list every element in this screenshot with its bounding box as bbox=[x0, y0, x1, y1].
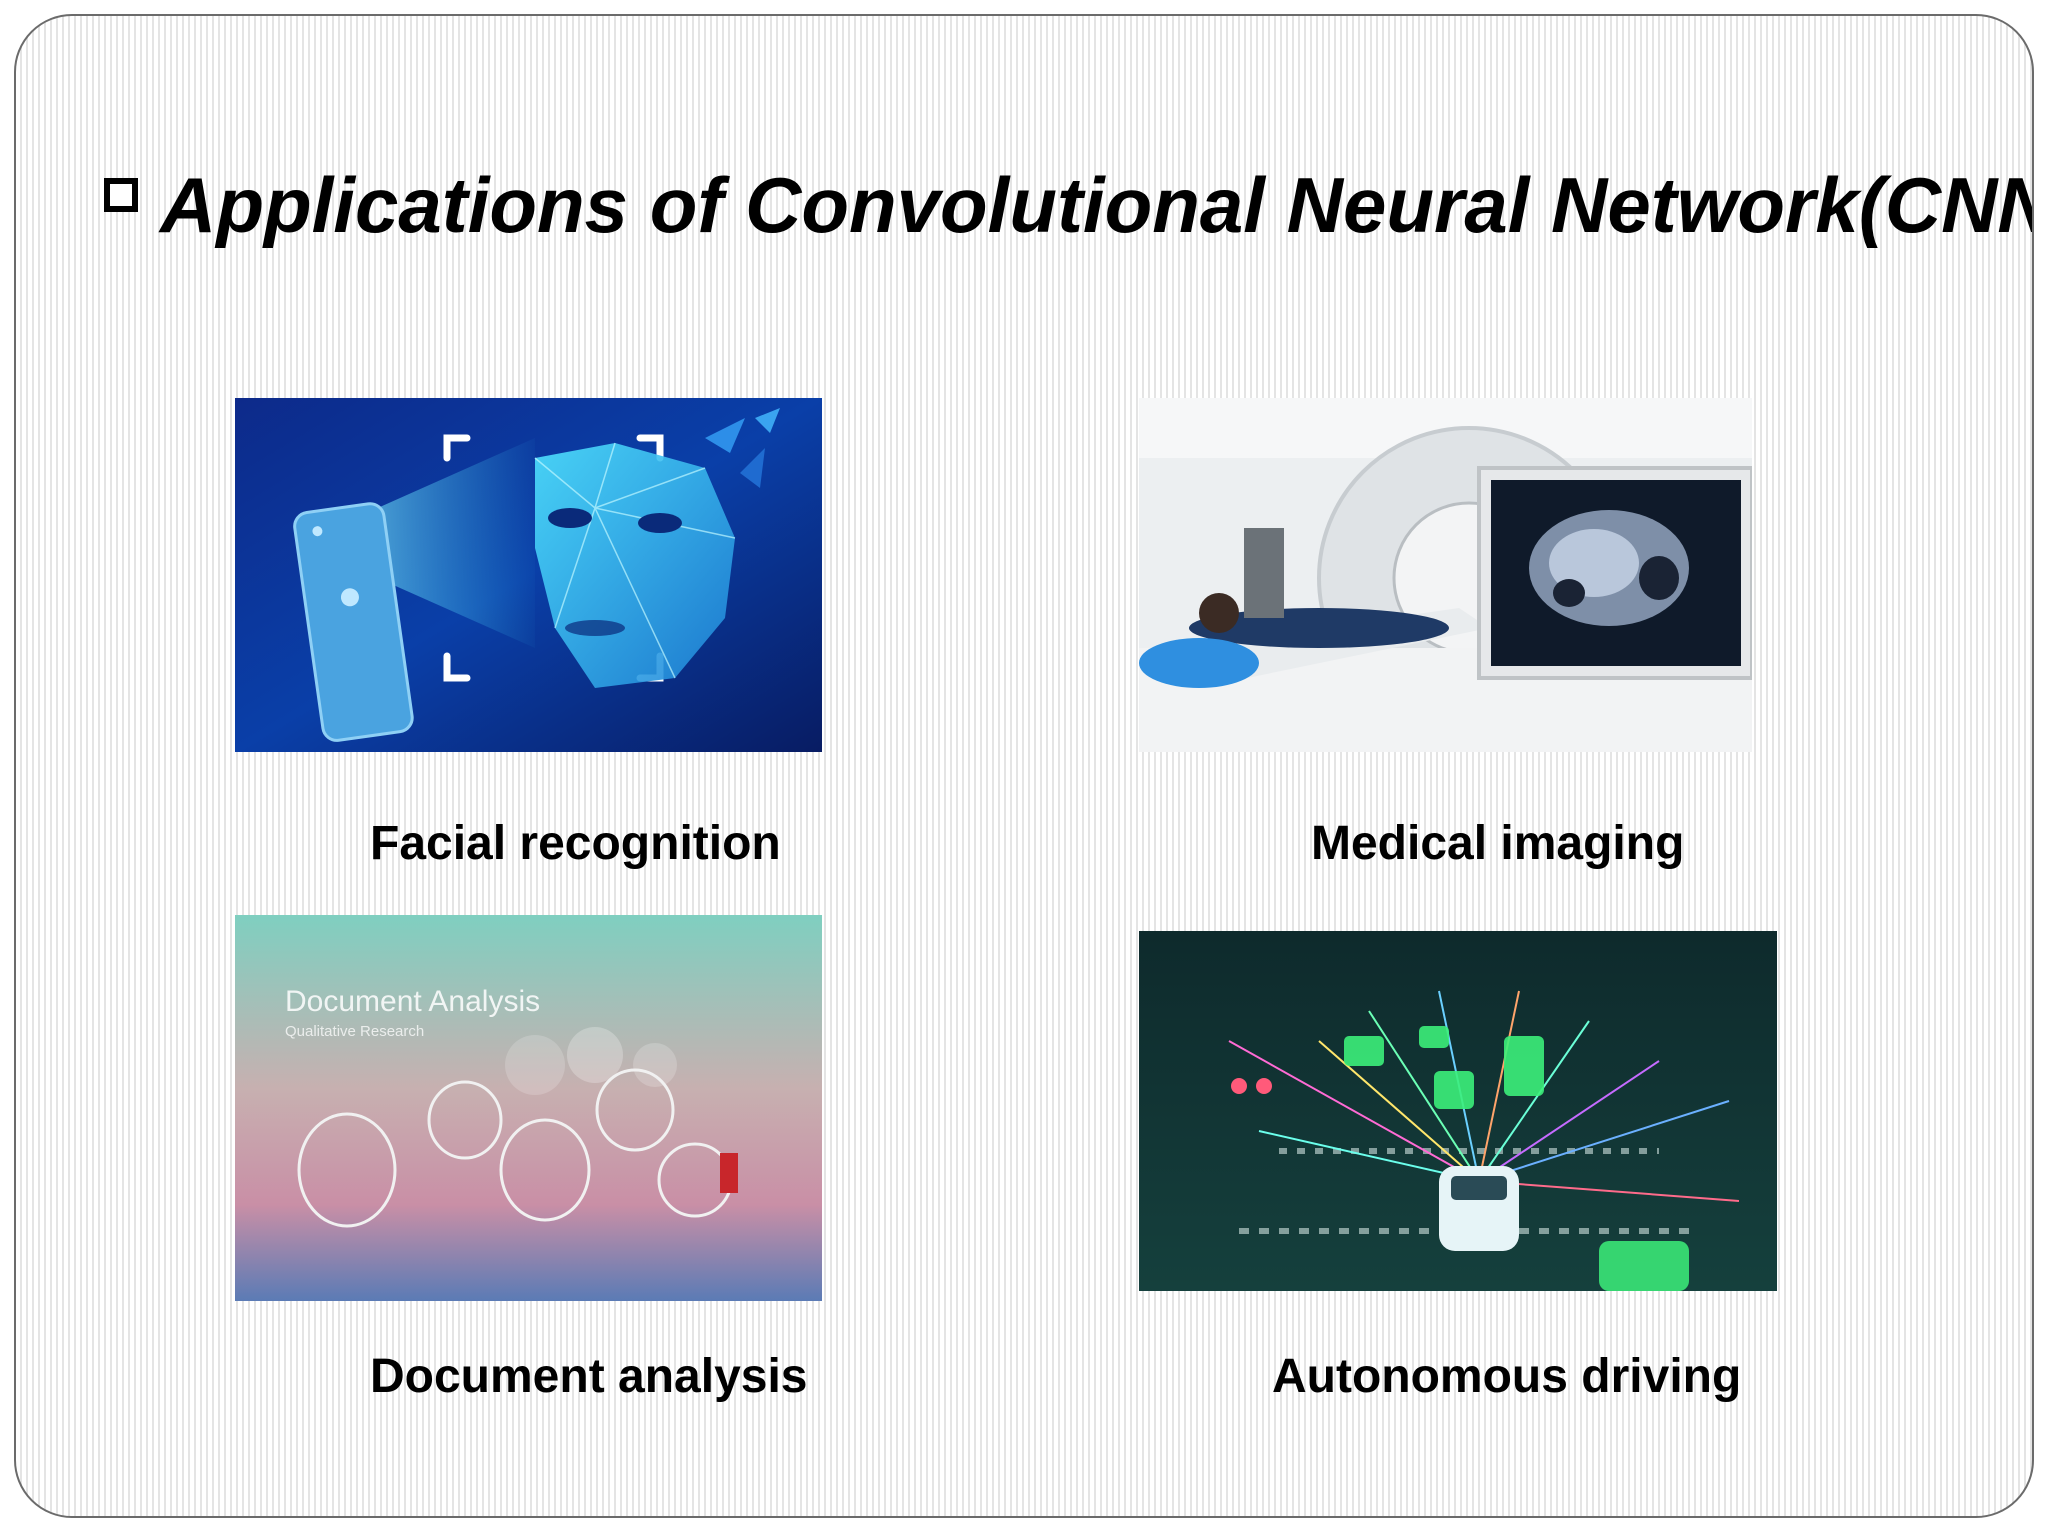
caption-medical-imaging: Medical imaging bbox=[1311, 817, 1685, 870]
slide: Applications of Convolutional Neural Net… bbox=[14, 14, 2034, 1518]
caption-autonomous-driving: Autonomous driving bbox=[1272, 1350, 1742, 1403]
slide-title-text: Applications of Convolutional Neural Net… bbox=[160, 161, 2034, 249]
caption-facial-recognition: Facial recognition bbox=[370, 817, 781, 870]
medical-imaging-image bbox=[1139, 398, 1752, 752]
document-analysis-image-subheading: Qualitative Research bbox=[285, 1023, 425, 1040]
document-analysis-image-heading: Document Analysis bbox=[285, 985, 541, 1018]
facial-recognition-image bbox=[235, 398, 822, 752]
caption-document-analysis: Document analysis bbox=[370, 1350, 808, 1403]
slide-title: Applications of Convolutional Neural Net… bbox=[104, 166, 2032, 244]
hollow-square-bullet-icon bbox=[104, 178, 154, 228]
document-analysis-image: Document Analysis Qualitative Research bbox=[235, 915, 822, 1301]
autonomous-driving-image bbox=[1139, 931, 1777, 1291]
